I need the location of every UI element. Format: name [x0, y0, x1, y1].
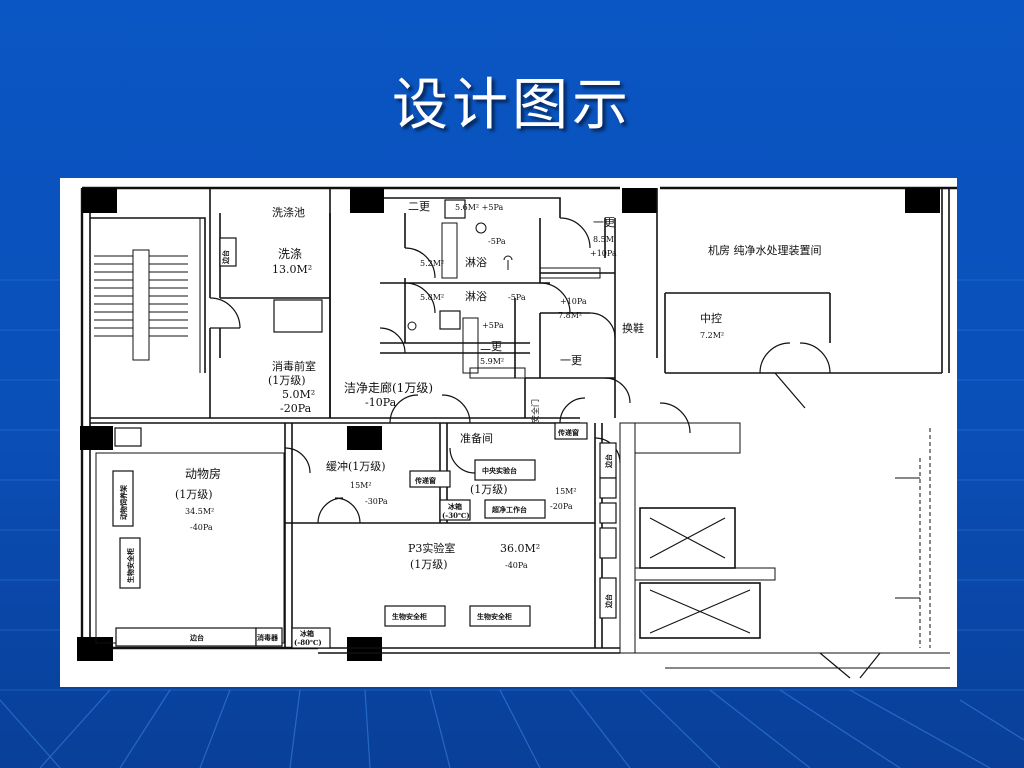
label-central-bench: 中央实验台	[482, 466, 517, 475]
machine-room-walls	[656, 188, 942, 374]
label-prep-pa: -20Pa	[550, 502, 573, 511]
label-animal-pa: -40Pa	[190, 523, 213, 532]
label-shower2-area: 5.8M²	[420, 293, 444, 302]
room-labels: 洗涤池 洗涤 13.0M² 高压 消毒锅 消毒前室 (1万级) 5.0M² -2…	[119, 200, 822, 647]
label-disinfect-grade: (1万级)	[268, 374, 306, 387]
label-counter-3: 边台	[604, 454, 613, 469]
label-shower1: 淋浴	[465, 256, 487, 269]
label-prep-grade: (1万级)	[470, 483, 508, 496]
label-p3-area: 36.0M²	[500, 542, 540, 555]
floor-plan: 洗涤池 洗涤 13.0M² 高压 消毒锅 消毒前室 (1万级) 5.0M² -2…	[60, 178, 957, 687]
label-machine-room: 机房 纯净水处理装置间	[708, 243, 822, 257]
label-disinfect-area: 5.0M²	[282, 388, 315, 401]
label-first-change-top-area: 8.5M	[593, 235, 614, 244]
label-wash: 洗涤	[278, 247, 302, 261]
label-counter-2: 边台	[221, 250, 230, 265]
label-change2: 二更	[480, 340, 502, 353]
label-corridor-pa: -10Pa	[365, 396, 397, 409]
label-buffer-pa: -30Pa	[365, 497, 388, 506]
label-mid-area: 7.8M²	[558, 311, 582, 320]
label-counter-1: 边台	[189, 633, 204, 642]
label-first-change: 一更	[560, 354, 582, 367]
label-shower1-pa: -5Pa	[488, 237, 506, 246]
slide-title: 设计图示	[392, 73, 632, 138]
label-mid-pa: +10Pa	[560, 297, 587, 306]
label-counter-4: 边台	[604, 594, 613, 609]
label-shower2-pa: -5Pa	[508, 293, 526, 302]
label-buffer-area: 15M²	[350, 481, 372, 490]
label-toilet-pa: +5Pa	[482, 321, 504, 330]
label-pass-window-2: 传递窗	[557, 428, 579, 437]
label-change-shoes: 换鞋	[622, 321, 644, 335]
label-fridge-2b: (-80℃)	[294, 638, 322, 647]
label-pass-window-1: 传递窗	[414, 476, 436, 485]
label-prep-area: 15M²	[555, 487, 577, 496]
label-first-change-top-pa: +10Pa	[590, 249, 617, 258]
label-shelf-2: 生物安全柜	[126, 548, 135, 583]
label-shelf-1: 动物饲养架	[119, 485, 128, 520]
structural-columns	[77, 188, 940, 661]
label-corridor: 洁净走廊(1万级)	[344, 380, 433, 395]
label-p3-pa: -40Pa	[505, 561, 528, 570]
label-wash-pool: 洗涤池	[272, 205, 305, 219]
label-buffer: 缓冲(1万级)	[326, 459, 386, 473]
label-sterilizer-2: 消毒器	[257, 633, 279, 642]
label-disinfect-front: 消毒前室	[272, 359, 316, 373]
label-p3-grade: (1万级)	[410, 558, 448, 571]
label-p3-lab: P3实验室	[408, 541, 455, 555]
label-central-control: 中控	[700, 311, 722, 325]
label-safety-door: 安全门	[530, 399, 540, 423]
label-second-change: 二更	[408, 200, 430, 213]
label-prep: 准备间	[460, 431, 493, 445]
lower-rooms-walls	[95, 422, 621, 654]
label-fridge-1b: (-30℃)	[442, 511, 470, 520]
label-disinfect-pa: -20Pa	[280, 402, 312, 415]
wash-area-walls	[90, 188, 580, 424]
label-central-area: 7.2M²	[700, 331, 724, 340]
label-shower1-area: 5.2M²	[420, 259, 444, 268]
label-animal-room: 动物房	[185, 466, 221, 481]
label-fridge-1: 冰箱	[448, 502, 462, 511]
label-animal-area: 34.5M²	[185, 507, 214, 516]
label-bio-cabinet-2: 生物安全柜	[477, 612, 512, 621]
label-change2-area: 5.9M²	[480, 357, 504, 366]
label-first-change-top: 一更	[593, 216, 615, 229]
elevator-shafts	[619, 372, 950, 679]
label-shower2: 淋浴	[465, 290, 487, 303]
label-fridge-2: 冰箱	[300, 629, 314, 638]
floor-plan-drawing: 洗涤池 洗涤 13.0M² 高压 消毒锅 消毒前室 (1万级) 5.0M² -2…	[77, 186, 957, 679]
label-animal-grade: (1万级)	[175, 488, 213, 501]
label-second-change-spec: 5.6M² +5Pa	[455, 203, 503, 212]
clean-zone-walls	[329, 197, 631, 424]
label-clean-bench: 超净工作台	[492, 505, 527, 514]
label-bio-cabinet-1: 生物安全柜	[392, 612, 427, 621]
label-wash-area: 13.0M²	[272, 263, 312, 276]
staircase	[90, 217, 206, 373]
